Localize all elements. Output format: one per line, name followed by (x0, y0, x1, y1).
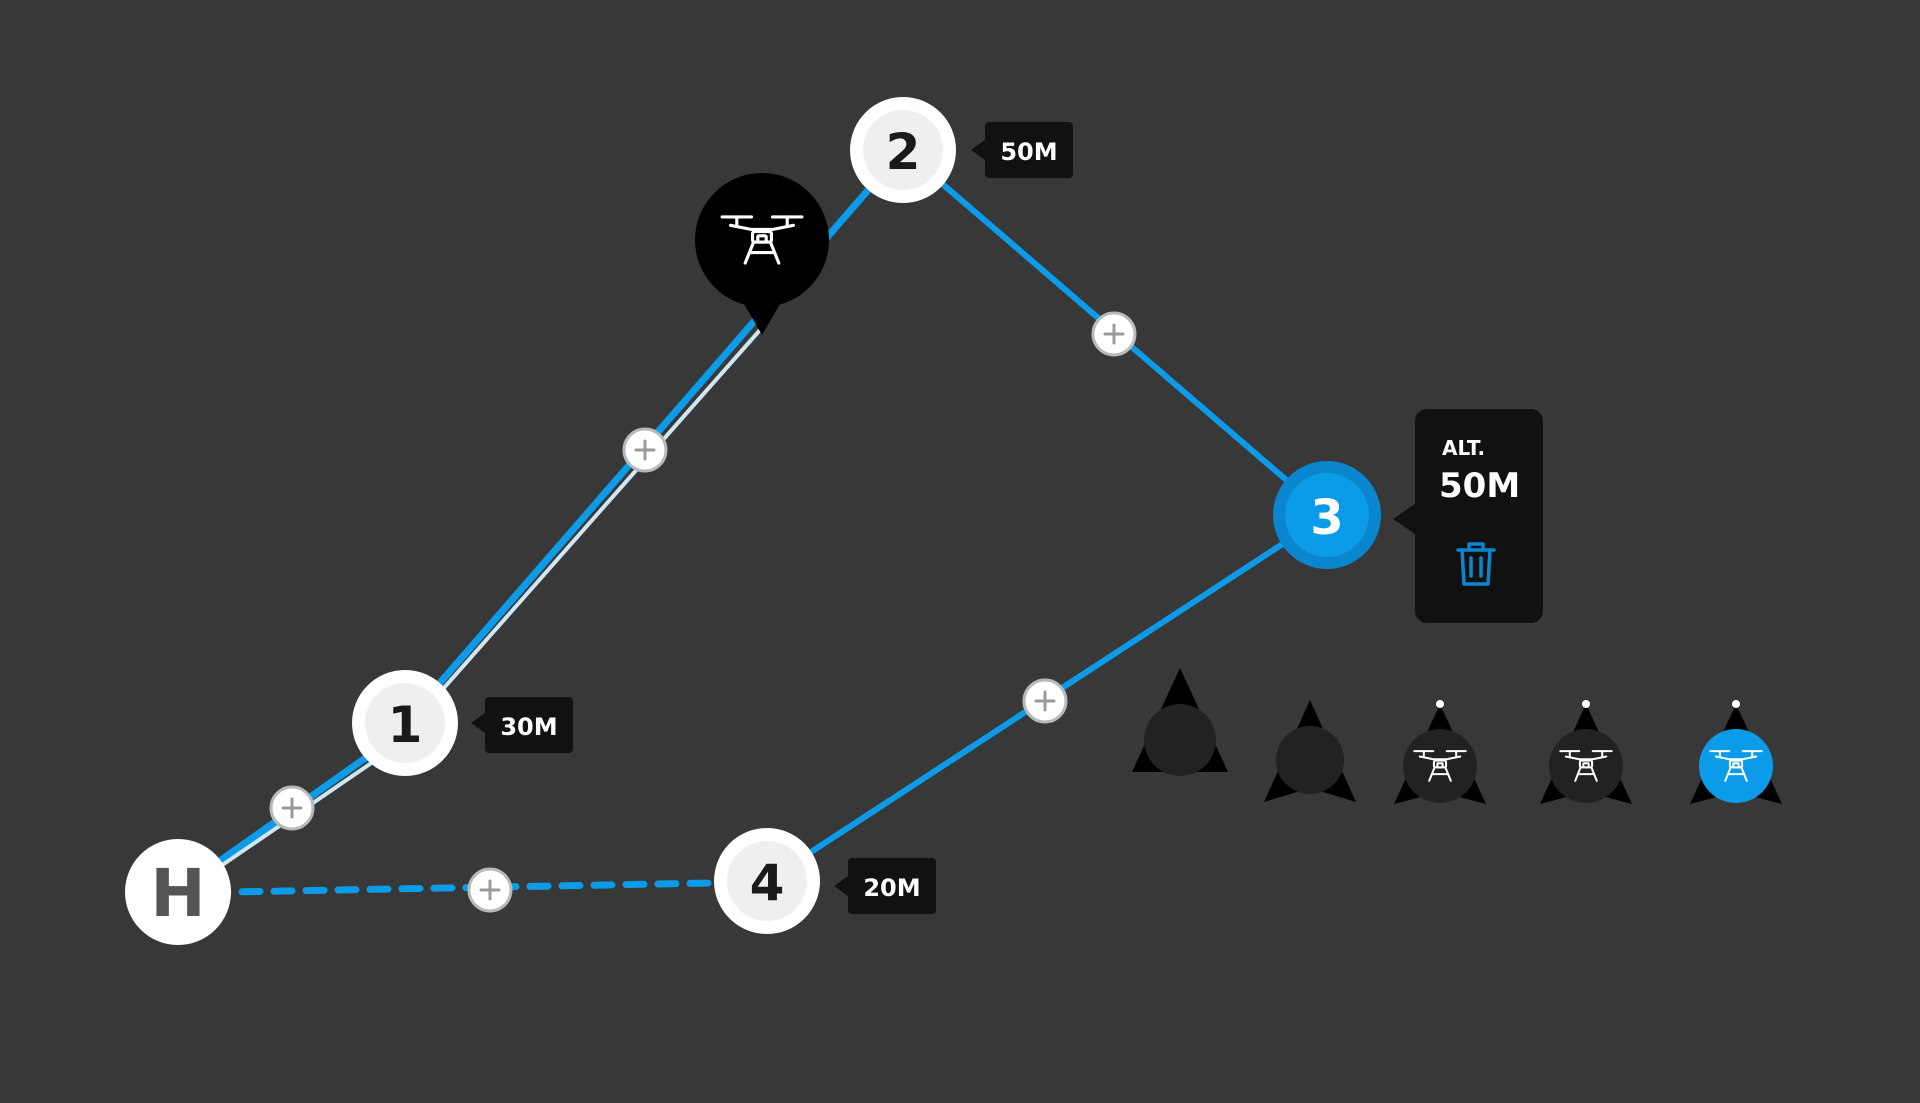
heading-marker-plain-large (1132, 668, 1228, 776)
waypoint-detail-panel: ALT. 50M (1393, 409, 1543, 623)
altitude-label-1: 30M (471, 697, 573, 753)
waypoint-number: 2 (886, 123, 921, 181)
plus-icon (479, 879, 501, 901)
home-node[interactable]: H (125, 839, 231, 945)
route-1-to-drone-traveled (403, 328, 762, 734)
heading-marker-legend (1132, 668, 1782, 804)
heading-marker-drone (1394, 700, 1486, 804)
add-waypoint-button[interactable] (467, 867, 513, 913)
plus-icon (1034, 690, 1056, 712)
add-waypoint-buttons (269, 311, 1137, 913)
trash-icon[interactable] (1456, 542, 1496, 586)
altitude-text: 50M (1000, 138, 1057, 166)
waypoint-1[interactable]: 1 (352, 670, 458, 776)
altitude-value: 50M (1439, 466, 1520, 506)
waypoint-3-selected[interactable]: 3 (1273, 461, 1381, 569)
altitude-label-2: 50M (971, 122, 1073, 178)
add-waypoint-button[interactable] (622, 427, 668, 473)
altitude-title: ALT. (1442, 436, 1485, 460)
altitude-label-4: 20M (834, 858, 936, 914)
add-waypoint-button[interactable] (1022, 678, 1068, 724)
drone-position-marker[interactable] (695, 173, 829, 335)
waypoint-4[interactable]: 4 (714, 828, 820, 934)
plus-icon (634, 439, 656, 461)
heading-marker-drone-active (1690, 700, 1782, 804)
altitude-text: 20M (863, 874, 920, 902)
altitude-text: 30M (500, 713, 557, 741)
add-waypoint-button[interactable] (1091, 311, 1137, 357)
waypoint-number: 3 (1310, 490, 1343, 546)
waypoint-number: 1 (388, 696, 423, 754)
add-waypoint-button[interactable] (269, 785, 315, 831)
waypoint-2[interactable]: 2 (850, 97, 956, 203)
home-label: H (150, 855, 205, 932)
plus-icon (1103, 323, 1125, 345)
plus-icon (281, 797, 303, 819)
waypoint-number: 4 (750, 854, 785, 912)
heading-marker-plain-small (1264, 700, 1356, 802)
heading-marker-drone (1540, 700, 1632, 804)
